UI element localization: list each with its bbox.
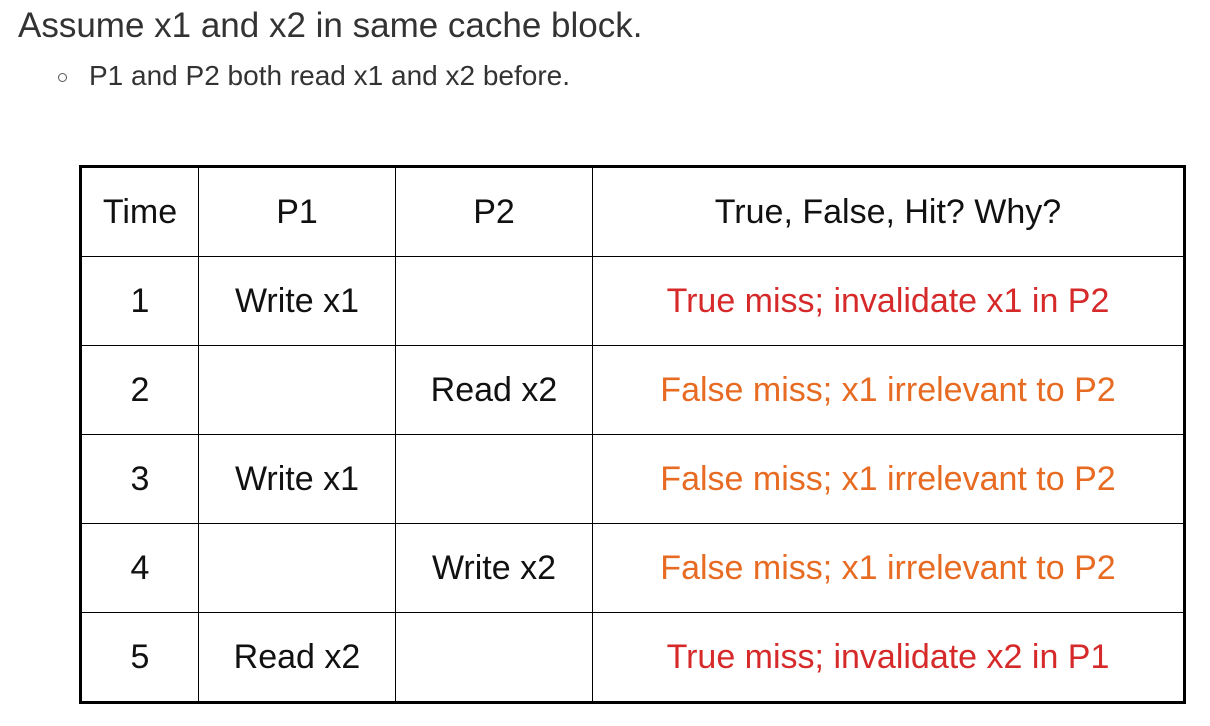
page-title: Assume x1 and x2 in same cache block. [18,6,643,45]
cell-why: False miss; x1 irrelevant to P2 [592,523,1185,613]
table-row: 3 Write x1 False miss; x1 irrelevant to … [80,434,1185,524]
cell-p1: Write x1 [198,434,396,524]
cell-why: True miss; invalidate x1 in P2 [592,256,1185,346]
coherence-miss-table: Time P1 P2 True, False, Hit? Why? 1 Writ… [79,165,1186,704]
cell-why: True miss; invalidate x2 in P1 [592,612,1185,703]
cell-p1: Read x2 [198,612,396,703]
cell-time: 5 [80,612,199,703]
cell-p2: Write x2 [395,523,593,613]
table-row: 5 Read x2 True miss; invalidate x2 in P1 [80,612,1185,703]
cell-time: 1 [80,256,199,346]
header-p1: P1 [198,166,396,257]
bullet-item: P1 and P2 both read x1 and x2 before. [58,60,570,92]
header-time: Time [80,166,199,257]
cell-why: False miss; x1 irrelevant to P2 [592,434,1185,524]
cell-p1 [198,523,396,613]
cell-p2: Read x2 [395,345,593,435]
header-why: True, False, Hit? Why? [592,166,1185,257]
cell-time: 3 [80,434,199,524]
cell-p1 [198,345,396,435]
cell-time: 2 [80,345,199,435]
table-row: 4 Write x2 False miss; x1 irrelevant to … [80,523,1185,613]
header-p2: P2 [395,166,593,257]
cell-p2 [395,256,593,346]
hollow-bullet-icon [58,72,67,82]
table-row: 1 Write x1 True miss; invalidate x1 in P… [80,256,1185,346]
bullet-text: P1 and P2 both read x1 and x2 before. [89,60,571,91]
cell-time: 4 [80,523,199,613]
cell-p1: Write x1 [198,256,396,346]
table-row: 2 Read x2 False miss; x1 irrelevant to P… [80,345,1185,435]
cell-why: False miss; x1 irrelevant to P2 [592,345,1185,435]
table-header-row: Time P1 P2 True, False, Hit? Why? [80,166,1185,257]
cell-p2 [395,434,593,524]
cell-p2 [395,612,593,703]
